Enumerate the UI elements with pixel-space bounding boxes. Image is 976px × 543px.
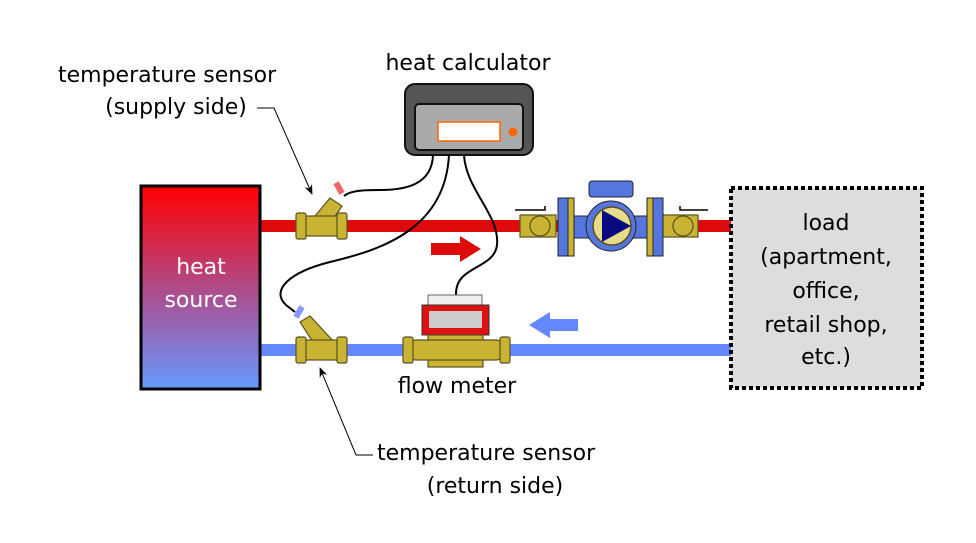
load: load (apartment, office, retail shop, et… <box>729 186 924 390</box>
heat-calculator-label: heat calculator <box>385 51 551 76</box>
pump-direction-icon <box>602 210 631 242</box>
supply-sensor-label-1: temperature sensor <box>58 63 277 88</box>
flow-meter: flow meter <box>398 294 517 399</box>
calculator-display <box>437 121 501 142</box>
supply-sensor-label-2: (supply side) <box>105 95 247 120</box>
load-label-3: office, <box>792 279 859 304</box>
load-label-5: etc.) <box>801 345 851 370</box>
heat-source-label-2: source <box>164 288 237 313</box>
load-label-2: (apartment, <box>760 245 892 270</box>
return-sensor-label-2: (return side) <box>427 474 564 499</box>
signal-wires <box>279 154 499 313</box>
return-flow-arrow <box>529 312 578 338</box>
heat-source: heat source <box>139 184 262 391</box>
supply-sensor-leader <box>257 107 313 195</box>
load-label-4: retail shop, <box>764 313 887 338</box>
flow-meter-label: flow meter <box>398 374 517 399</box>
return-sensor-label-1: temperature sensor <box>377 441 596 466</box>
supply-flow-arrow <box>431 236 481 262</box>
calculator-led <box>508 127 518 137</box>
load-label-1: load <box>802 211 849 236</box>
return-sensor-leader <box>319 367 373 456</box>
circulation-pump <box>515 180 708 257</box>
supply-temperature-sensor <box>295 181 348 240</box>
heat-source-label-1: heat <box>176 255 226 280</box>
heat-calculator: heat calculator <box>385 51 551 156</box>
return-temperature-sensor <box>293 305 348 364</box>
